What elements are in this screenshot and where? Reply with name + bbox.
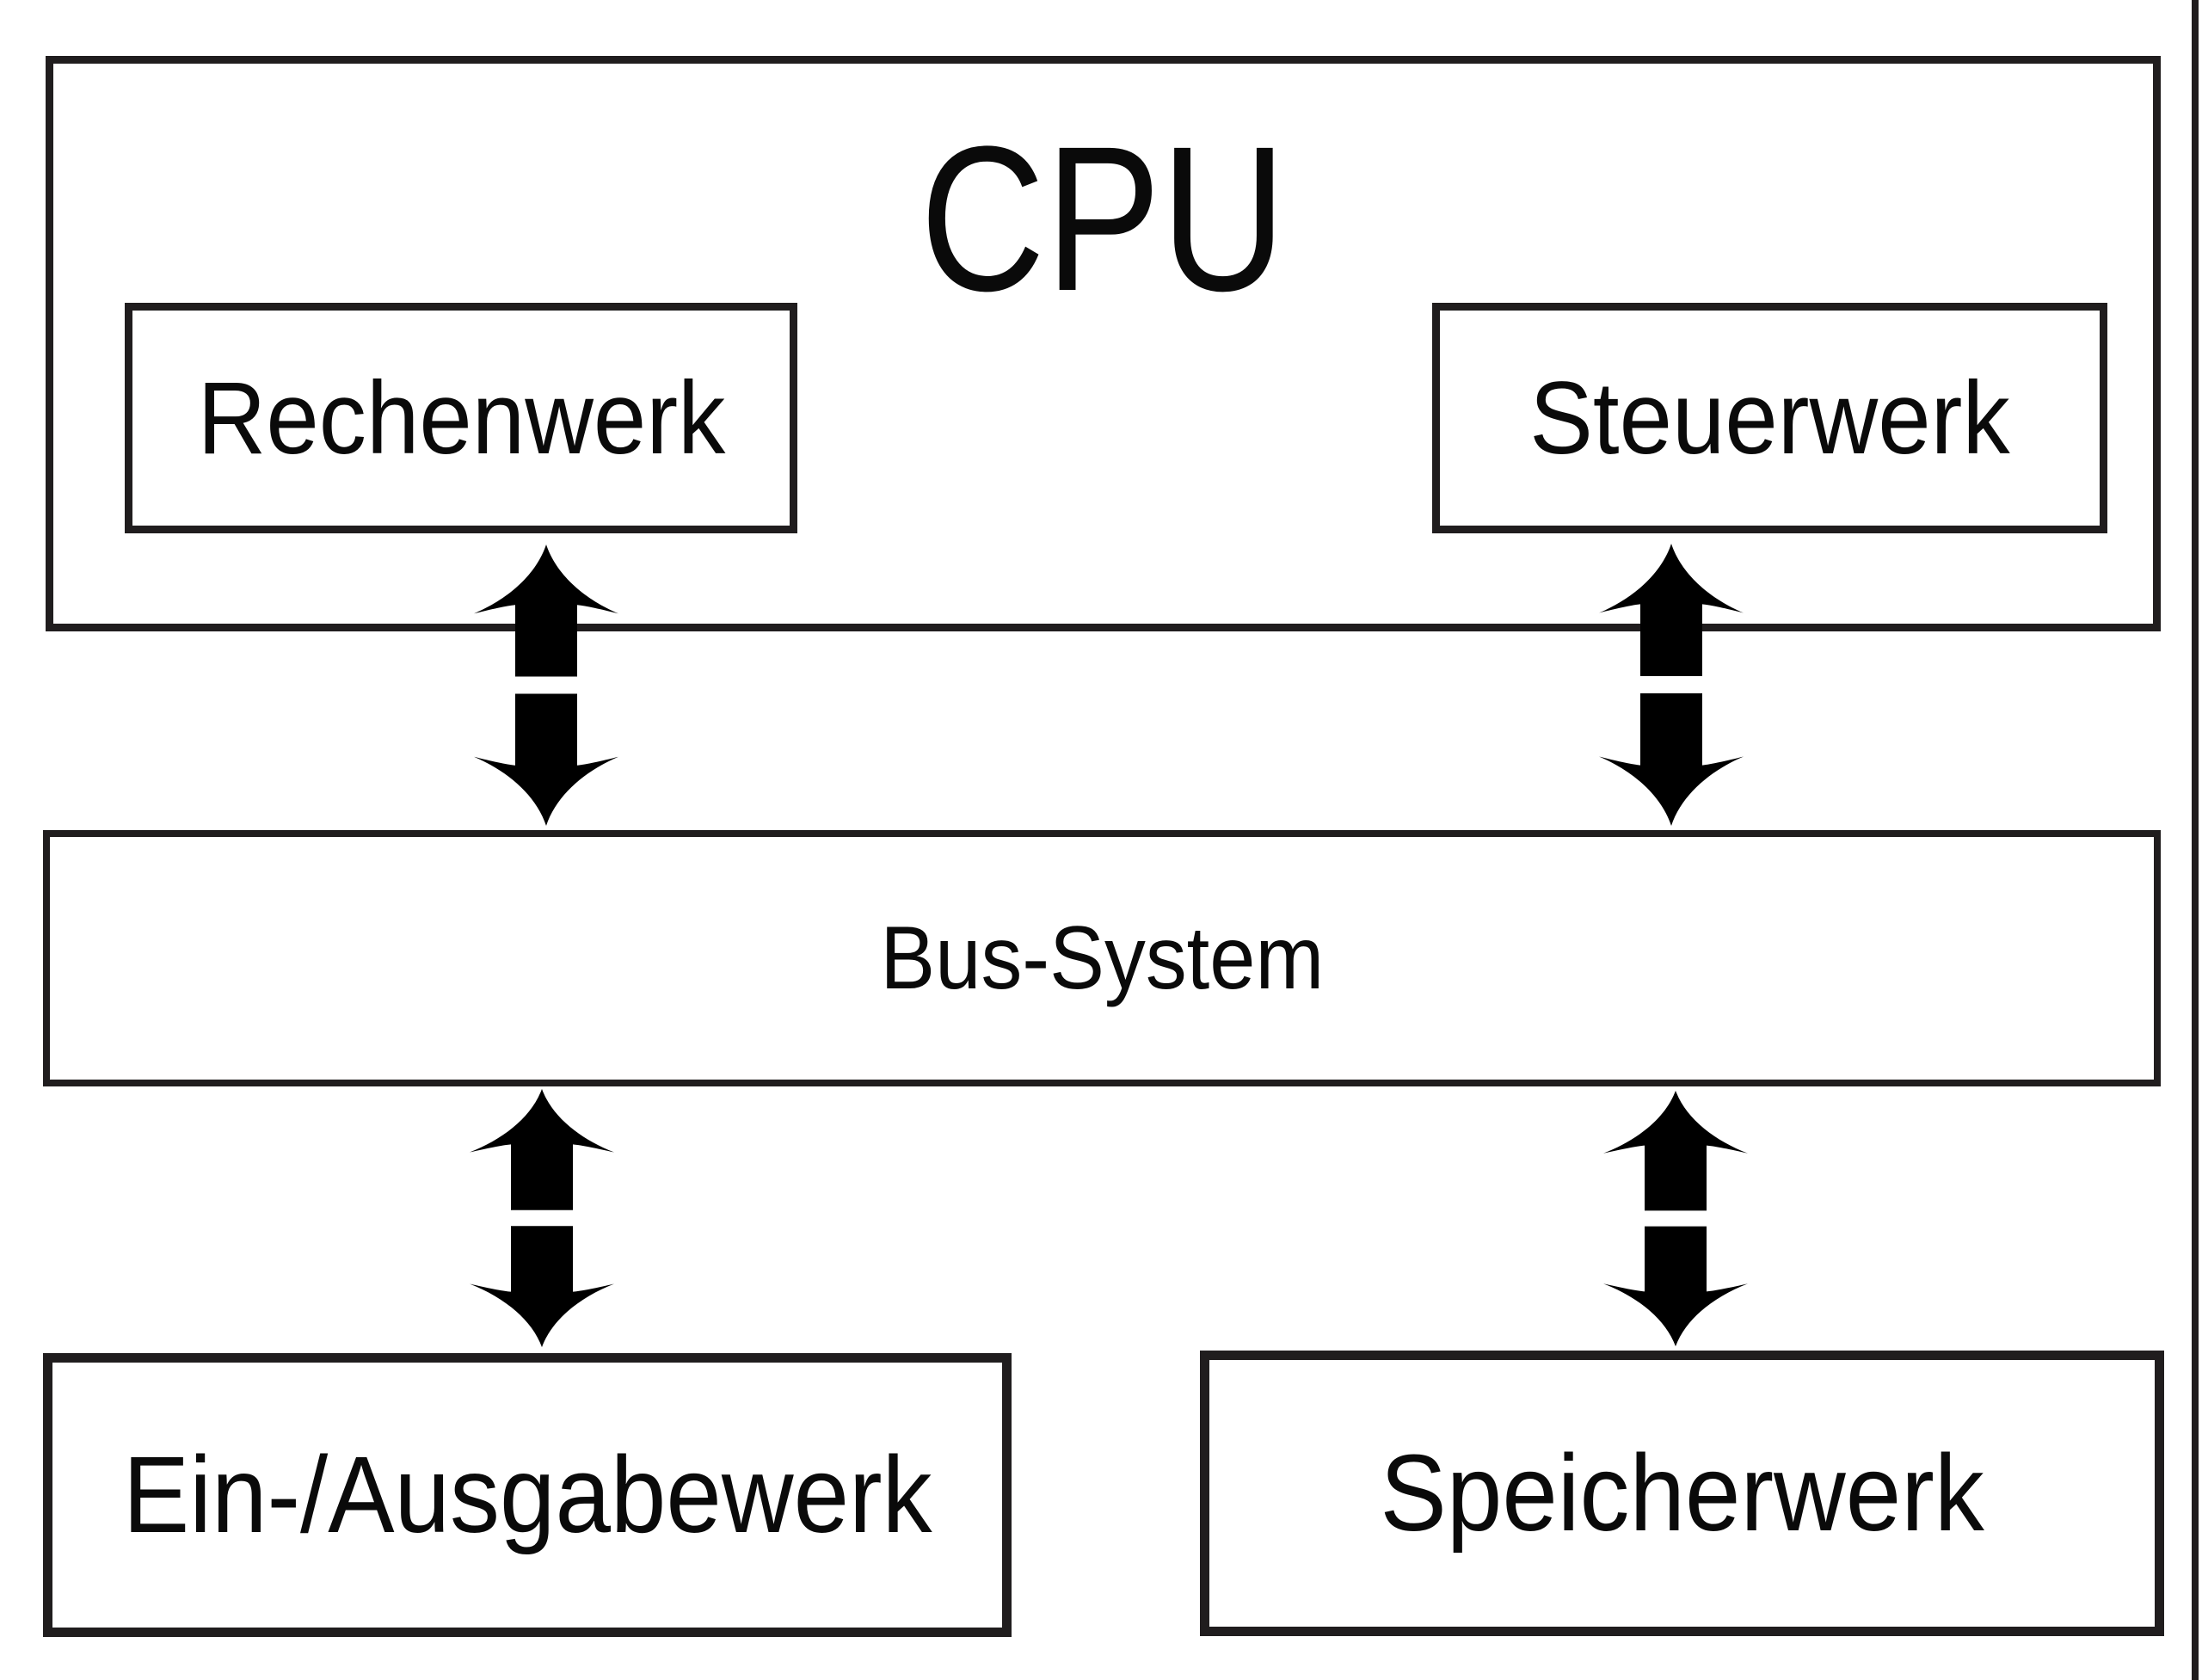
ein-ausgabewerk-label: Ein-/Ausgabewerk [122,1434,932,1555]
double-arrow-icon-rechenwerk-bus [472,543,620,828]
speicherwerk-box: Speicherwerk [1200,1351,2164,1636]
speicherwerk-label: Speicherwerk [1380,1432,1984,1554]
cpu-title-text: CPU [920,103,1287,334]
rechenwerk-box: Rechenwerk [125,303,797,533]
bus-system-label: Bus-System [880,908,1324,1008]
steuerwerk-box: Steuerwerk [1432,303,2107,533]
right-edge-artifact [2192,0,2199,1680]
bus-system-box: Bus-System [43,830,2161,1086]
double-arrow-icon-bus-einausgabe [468,1087,616,1349]
double-arrow-icon-steuerwerk-bus [1597,542,1745,828]
double-arrow-icon-bus-speicher [1602,1089,1750,1348]
ein-ausgabewerk-box: Ein-/Ausgabewerk [43,1353,1012,1637]
rechenwerk-label: Rechenwerk [197,360,725,476]
cpu-title: CPU [46,115,2161,322]
steuerwerk-label: Steuerwerk [1529,360,2010,476]
